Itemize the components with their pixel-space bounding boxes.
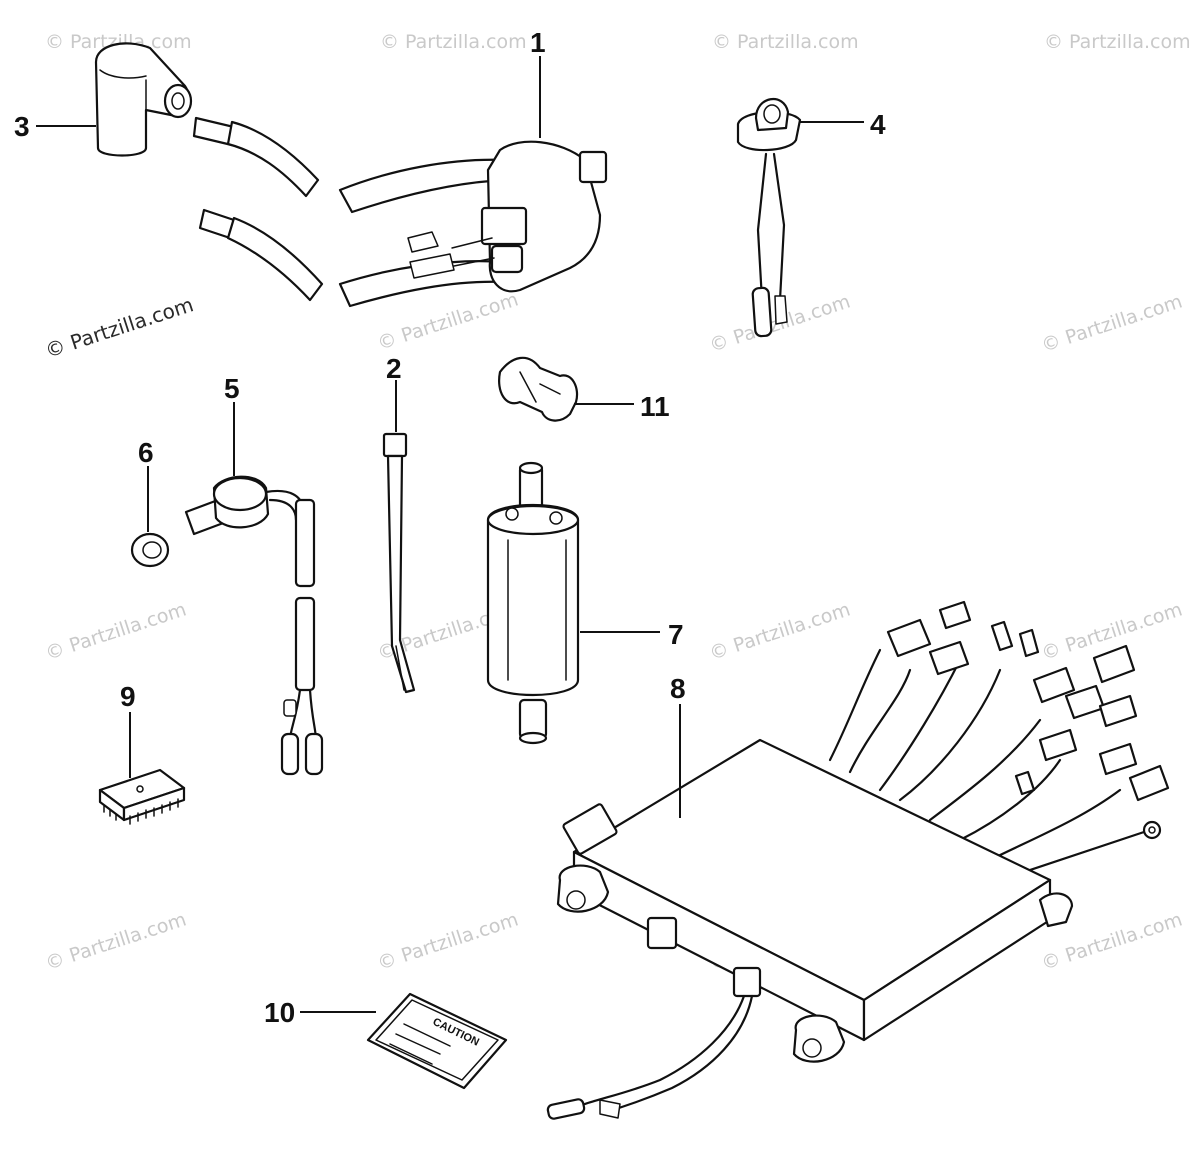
callout-2-label: 2 — [386, 353, 402, 384]
callout-8: 8 — [670, 673, 686, 818]
callout-3-label: 3 — [14, 111, 30, 142]
part-2-cable-tie — [382, 432, 416, 694]
callout-4: 4 — [800, 109, 886, 140]
callout-1-label: 1 — [530, 27, 546, 58]
part-6-washer — [130, 532, 170, 568]
watermark: © Partzilla.com — [707, 599, 853, 665]
callout-1: 1 — [530, 27, 546, 138]
callout-8-label: 8 — [670, 673, 686, 704]
watermark: © Partzilla.com — [43, 599, 189, 665]
watermark-dark: © Partzilla.com — [42, 292, 196, 363]
part-10-caution-decal: CAUTION — [366, 992, 508, 1090]
callout-6-label: 6 — [138, 437, 154, 468]
callout-6: 6 — [138, 437, 154, 532]
watermark: © Partzilla.com — [375, 909, 521, 975]
part-4-sensor — [736, 97, 802, 338]
part-9-chip — [98, 768, 186, 825]
part-3-plug-cap — [94, 42, 193, 157]
callout-11: 11 — [574, 391, 670, 422]
watermark: © Partzilla.com — [1044, 31, 1191, 53]
watermark: © Partzilla.com — [43, 909, 189, 975]
callout-5-label: 5 — [224, 373, 240, 404]
callout-7-label: 7 — [668, 619, 684, 650]
callout-4-label: 4 — [870, 109, 886, 140]
callout-11-label: 11 — [640, 391, 670, 422]
callout-5: 5 — [224, 373, 240, 476]
part-8-ecu — [546, 600, 1170, 1120]
part-5-temp-sensor — [184, 475, 324, 776]
watermark: © Partzilla.com — [712, 31, 859, 53]
callout-7: 7 — [580, 619, 684, 650]
watermark: © Partzilla.com — [1039, 291, 1185, 357]
part-7-fuel-pump — [486, 461, 580, 745]
callout-10: 10 — [264, 997, 376, 1028]
part-1-ignition-coil — [192, 116, 608, 308]
watermark: © Partzilla.com — [45, 31, 192, 53]
callout-10-label: 10 — [264, 997, 295, 1028]
callout-9-label: 9 — [120, 681, 136, 712]
part-11-clip — [498, 356, 579, 422]
watermark: © Partzilla.com — [380, 31, 527, 53]
callout-2: 2 — [386, 353, 402, 432]
callout-9: 9 — [120, 681, 136, 778]
watermark: © Partzilla.com — [375, 289, 521, 355]
callout-3: 3 — [14, 111, 96, 142]
